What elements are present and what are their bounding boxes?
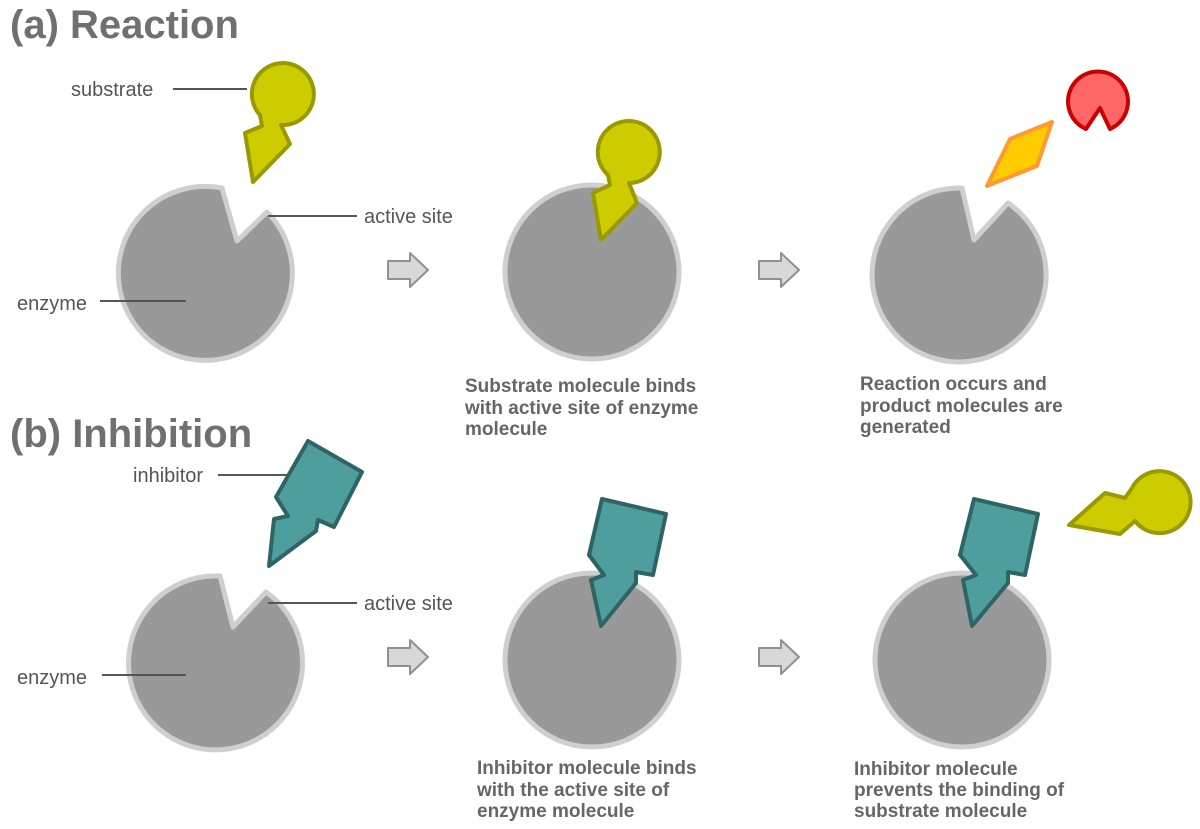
substrate-a2 bbox=[591, 119, 662, 242]
arrow-right-icon bbox=[387, 252, 429, 288]
inhibitor-b1 bbox=[267, 439, 364, 568]
caption-a2-line2: with active site of enzyme bbox=[464, 398, 698, 419]
enzyme-label-a: enzyme bbox=[17, 293, 87, 315]
caption-b2-line3: enzyme molecule bbox=[477, 801, 634, 822]
enzyme-b2 bbox=[502, 570, 682, 750]
arrow-right-icon bbox=[758, 252, 800, 288]
active-site-label-b: active site bbox=[364, 593, 453, 615]
caption-a3-line1: Reaction occurs and bbox=[860, 374, 1047, 395]
caption-a2: Substrate molecule binds with active sit… bbox=[464, 376, 698, 440]
arrow-right-icon bbox=[758, 639, 800, 675]
inhibitor-label: inhibitor bbox=[133, 465, 203, 487]
enzyme-label-b: enzyme bbox=[17, 667, 87, 689]
caption-a3-line2: product molecules are bbox=[860, 396, 1063, 417]
caption-b2-line2: with the active site of bbox=[476, 780, 670, 801]
product-diamond bbox=[985, 120, 1054, 188]
section-b-title: (b) Inhibition bbox=[10, 412, 252, 456]
product-pacman bbox=[1066, 69, 1130, 131]
caption-a3: Reaction occurs and product molecules ar… bbox=[860, 374, 1063, 438]
enzyme-a2 bbox=[502, 182, 682, 362]
substrate-label: substrate bbox=[71, 79, 153, 101]
caption-b3-line3: substrate molecule bbox=[854, 801, 1027, 822]
substrate-a1 bbox=[243, 61, 316, 184]
enzyme-b1 bbox=[126, 573, 306, 753]
caption-a2-line3: molecule bbox=[465, 419, 547, 440]
section-a-title: (a) Reaction bbox=[10, 3, 239, 47]
caption-b3-line2: prevents the binding of bbox=[854, 780, 1065, 801]
enzyme-b3 bbox=[872, 570, 1052, 750]
inhibitor-b3 bbox=[958, 497, 1040, 628]
caption-b2: Inhibitor molecule binds with the active… bbox=[476, 758, 697, 822]
arrow-right-icon bbox=[387, 639, 429, 675]
enzyme-a3 bbox=[869, 185, 1049, 365]
active-site-label-a: active site bbox=[364, 206, 453, 228]
caption-b3-line1: Inhibitor molecule bbox=[854, 759, 1018, 780]
substrate-b3 bbox=[1067, 469, 1193, 536]
caption-b2-line1: Inhibitor molecule binds bbox=[477, 758, 697, 779]
enzyme-a1 bbox=[115, 183, 295, 363]
caption-b3: Inhibitor molecule prevents the binding … bbox=[854, 759, 1065, 822]
caption-a3-line3: generated bbox=[860, 417, 951, 438]
inhibitor-b2 bbox=[587, 497, 668, 628]
caption-a2-line1: Substrate molecule binds bbox=[465, 376, 696, 397]
